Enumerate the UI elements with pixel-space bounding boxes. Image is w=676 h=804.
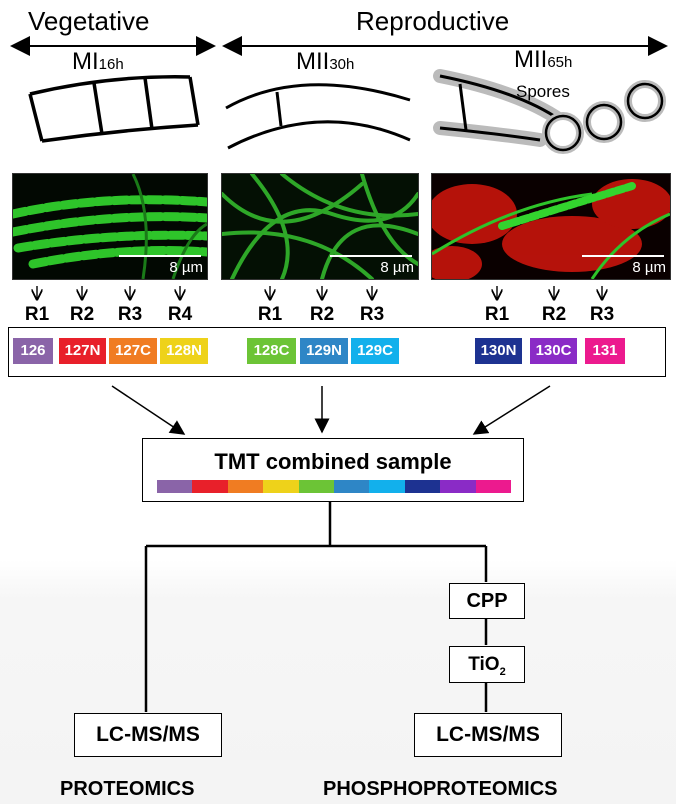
tmt-combined-box: TMT combined sample (142, 438, 524, 502)
tio2-box: TiO2 (449, 646, 525, 683)
color-strip-segment (334, 480, 370, 493)
tmt-tag-126: 126 (13, 338, 53, 364)
tmt-tag-130c: 130C (530, 338, 577, 364)
color-strip-segment (369, 480, 405, 493)
output-phosphoproteomics: PHOSPHOPROTEOMICS (323, 778, 558, 800)
replicate-label: R4 (167, 304, 193, 325)
combined-label: TMT combined sample (214, 449, 452, 474)
color-strip-segment (404, 480, 441, 493)
scale-bar (330, 255, 412, 257)
color-strip-segment (298, 480, 335, 493)
tmt-tag-128c: 128C (247, 338, 296, 364)
arrow-right-to-combined (472, 385, 551, 435)
color-strip-segment (263, 480, 299, 493)
scale-label: 8 µm (632, 259, 666, 276)
scale-label: 8 µm (380, 259, 414, 276)
micrograph-mii30h: 8 µm (221, 173, 419, 280)
tmt-tag-130n: 130N (475, 338, 522, 364)
replicate-label: R2 (541, 304, 567, 325)
tmt-tag-panel: 126 127N 127C 128N 128C 129N 129C 130N 1… (8, 327, 666, 377)
micrograph-mii65h: 8 µm (431, 173, 671, 280)
color-strip-segment (475, 480, 512, 493)
replicate-label: R2 (309, 304, 335, 325)
scale-bar (119, 255, 201, 257)
timepoint-mii65h: MII65h (514, 46, 573, 73)
replicate-label: R2 (69, 304, 95, 325)
tmt-tag-128n: 128N (160, 338, 208, 364)
lcms-box-phospho: LC-MS/MS (414, 713, 562, 757)
scale-label: 8 µm (169, 259, 203, 276)
replicate-label: R3 (589, 304, 615, 325)
tag-color-strip (157, 480, 512, 493)
arrow-left-to-combined (111, 385, 186, 435)
output-proteomics: PROTEOMICS (60, 778, 195, 800)
timepoint-mi16h: MI16h (72, 48, 124, 75)
color-strip-segment (192, 480, 228, 493)
replicate-label: R3 (117, 304, 143, 325)
color-strip-segment (157, 480, 193, 493)
replicate-label: R1 (257, 304, 283, 325)
spores-label: Spores (516, 82, 570, 101)
stage-reproductive: Reproductive (356, 6, 510, 36)
color-strip-segment (227, 480, 264, 493)
cpp-box: CPP (449, 583, 525, 619)
replicate-label: R1 (24, 304, 50, 325)
timepoint-mii30h: MII30h (296, 48, 355, 75)
tmt-tag-129n: 129N (300, 338, 348, 364)
color-strip-segment (440, 480, 476, 493)
tmt-tag-127c: 127C (109, 338, 157, 364)
replicate-label: R3 (359, 304, 385, 325)
filament-sketch-mi16h (28, 75, 200, 143)
replicate-arrows (37, 286, 602, 299)
stage-vegetative: Vegetative (28, 6, 150, 36)
replicate-label: R1 (484, 304, 510, 325)
tmt-tag-129c: 129C (351, 338, 399, 364)
filament-sketch-mii65h (433, 69, 666, 154)
lcms-box-proteomics: LC-MS/MS (74, 713, 222, 757)
micrograph-mi16h: 8 µm (12, 173, 208, 280)
filament-sketch-mii30h (225, 83, 411, 150)
tmt-tag-127n: 127N (59, 338, 106, 364)
scale-bar (582, 255, 664, 257)
workflow-tree (144, 502, 488, 712)
tmt-tag-131: 131 (585, 338, 625, 364)
